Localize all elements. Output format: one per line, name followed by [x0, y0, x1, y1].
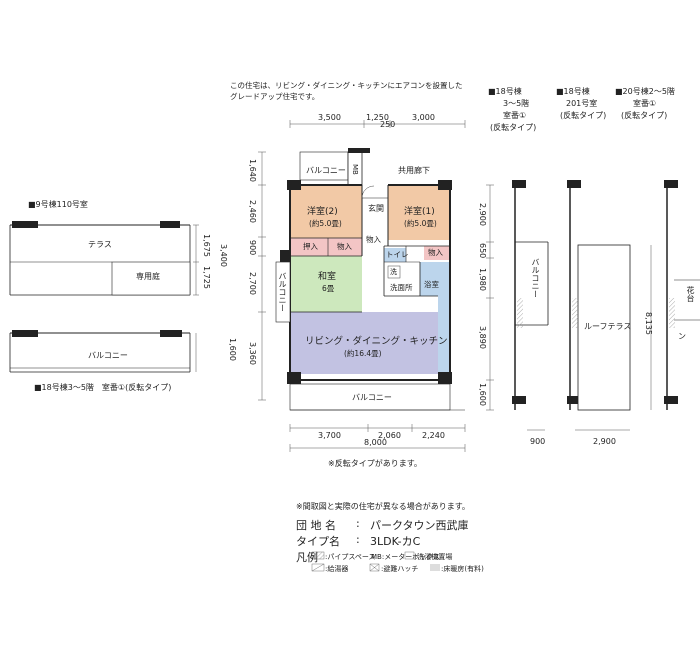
plan-18-3-5	[9, 330, 197, 373]
variant-18b-title-2: 201号室	[566, 99, 598, 108]
variant-20-flower-stand: 花台	[686, 286, 695, 302]
dim-bottom-8000: 8,000	[364, 438, 387, 447]
variant-18b-title-3: (反転タイプ)	[560, 111, 607, 120]
type-value: 3LDK-カC	[370, 535, 421, 548]
monoire-2-label: 物入	[366, 235, 381, 244]
balcony-bottom-label: バルコニー	[352, 393, 392, 402]
legend-meter-box: MB:メーターボックス	[371, 553, 440, 561]
variant-18-title-4: (反転タイプ)	[490, 123, 537, 132]
variant-20-title-2: 室番①	[633, 99, 657, 108]
dim-left-2460: 2,460	[248, 200, 257, 223]
washroom-label: 洗面所	[390, 283, 413, 292]
legend-symbols	[311, 551, 440, 572]
variant-18-title-2: 3～5階	[503, 99, 530, 108]
dim-right-3890: 3,890	[478, 326, 487, 349]
dim-right-1600: 1,600	[478, 383, 487, 406]
legend-water-heater: :給湯器	[325, 565, 349, 573]
plan-9-110	[9, 221, 199, 296]
western-room-1-size: (約5.0畳)	[404, 219, 437, 228]
toilet-label: トイレ	[386, 250, 409, 259]
monoire-1-label: 物入	[337, 242, 352, 251]
legend-escape-hatch: :避難ハッチ	[381, 565, 419, 573]
dim-3400: 3,400	[219, 244, 228, 267]
oshiire-label: 押入	[303, 242, 318, 251]
danchi-value: パークタウン西武庫	[370, 519, 469, 532]
dim-left-900: 900	[248, 240, 257, 256]
variant-18b-title-1: ■18号棟	[556, 87, 590, 96]
dim-right-2900: 2,900	[478, 203, 487, 226]
dim-bottom-2060: 2,060	[378, 431, 401, 440]
washer-mark: 洗	[390, 268, 397, 276]
type-sep: :	[356, 533, 360, 546]
dim-top-250: 250	[380, 120, 396, 129]
ldk-label: リビング・ダイニング・キッチン	[305, 336, 448, 347]
dim-left-3360: 3,360	[248, 342, 257, 365]
western-room-2-size: (約5.0畳)	[309, 219, 342, 228]
japanese-room-label: 和室	[318, 272, 337, 282]
legend-pipe-space: :パイプスペース	[325, 553, 376, 561]
main-floorplan	[258, 120, 494, 452]
western-room-2-label: 洋室(2)	[307, 207, 338, 217]
dim-2900: 2,900	[593, 437, 616, 446]
legend-washer: :洗濯機置場	[415, 553, 453, 561]
disclaimer: ※間取図と実際の住宅が異なる場合があります。	[296, 502, 470, 511]
dim-bottom-3700: 3,700	[318, 431, 341, 440]
corridor-label: 共用廊下	[398, 166, 430, 175]
private-garden-label: 専用庭	[136, 272, 160, 281]
type-label: タイプ名	[296, 535, 340, 548]
dim-1725: 1,725	[202, 266, 211, 289]
variant-18-title-3: 室番①	[503, 111, 527, 120]
danchi-label: 団 地 名	[296, 519, 336, 532]
variant-18-balcony: バルコニー	[531, 258, 540, 298]
variant-18-201	[567, 180, 631, 431]
reverse-type-note: ※反転タイプがあります。	[328, 459, 422, 468]
entrance-label: 玄関	[368, 204, 384, 213]
dim-right-650: 650	[478, 243, 487, 259]
dim-right-1980: 1,980	[478, 268, 487, 291]
bathroom-label: 浴室	[424, 280, 439, 289]
dim-top-1250: 1,250	[366, 113, 389, 122]
ldk-size: (約16.4畳)	[344, 349, 382, 358]
variant-18-3-5	[512, 180, 549, 431]
danchi-sep: :	[356, 517, 360, 530]
terrace-label: テラス	[88, 240, 112, 249]
legend-floor-heating: :床暖房(有料)	[441, 565, 484, 573]
header-note-2: グレードアップ住宅です。	[230, 92, 320, 101]
balcony-top-label: バルコニー	[306, 166, 346, 175]
dim-top-3500: 3,500	[318, 113, 341, 122]
plan-9-title: ■9号棟110号室	[28, 200, 88, 209]
japanese-room-size: 6畳	[322, 284, 335, 293]
monoire-3-label: 物入	[428, 248, 443, 257]
variant-18b-roof-terrace: ルーフテラス	[584, 322, 632, 331]
dim-left-2700: 2,700	[248, 272, 257, 295]
balcony-left-label: バルコニー	[278, 272, 287, 312]
plan-18-caption: ■18号棟3～5階 室番①(反転タイプ)	[34, 383, 172, 392]
plan-18-balcony: バルコニー	[88, 351, 128, 360]
mb-label: MB	[351, 164, 359, 175]
variant-20-balcony-partial: ン	[678, 332, 686, 341]
western-room-1-label: 洋室(1)	[404, 207, 435, 217]
variant-20	[650, 180, 700, 410]
header-note-1: この住宅は、リビング・ダイニング・キッチンにエアコンを設置した	[230, 81, 463, 90]
dim-1600-left: 1,600	[228, 338, 237, 361]
dim-top-3000: 3,000	[412, 113, 435, 122]
dim-1675: 1,675	[202, 234, 211, 257]
variant-20-title-1: ■20号棟2～5階	[615, 87, 675, 96]
legend-label: 凡例	[296, 551, 318, 564]
dim-900: 900	[530, 437, 546, 446]
variant-20-title-3: (反転タイプ)	[621, 111, 668, 120]
dim-bottom-2240: 2,240	[422, 431, 445, 440]
variant-18-title-1: ■18号棟	[488, 87, 522, 96]
dim-8135: 8,135	[644, 312, 653, 335]
dim-left-1640: 1,640	[248, 159, 257, 182]
